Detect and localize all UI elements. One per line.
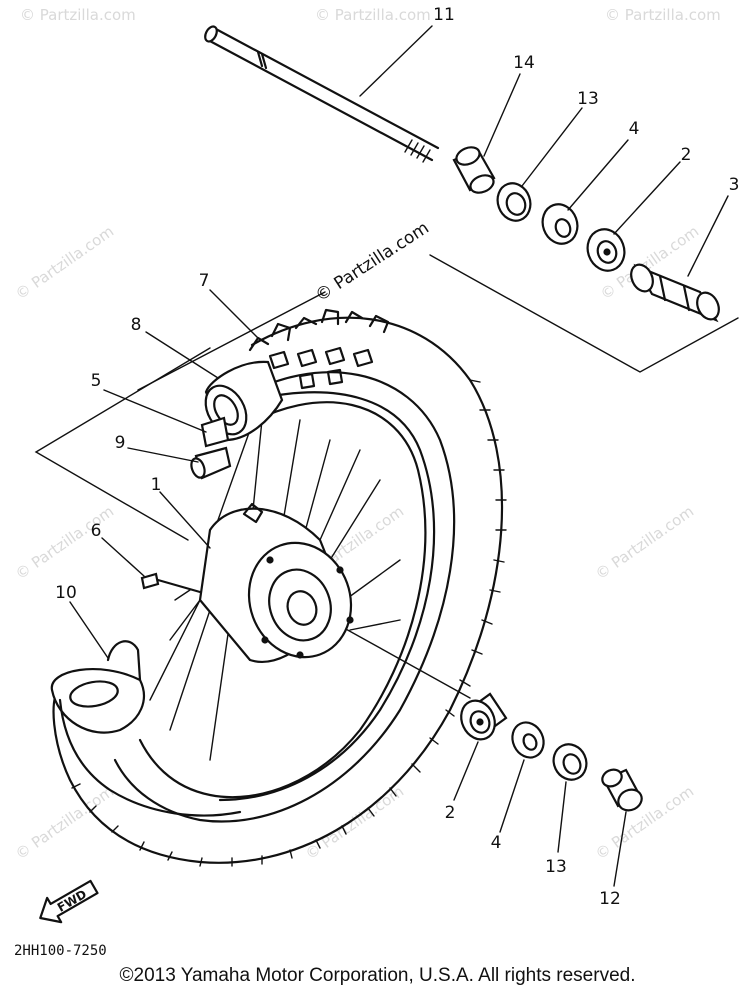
callout-9: 9 bbox=[115, 433, 126, 453]
callout-3: 3 bbox=[729, 175, 740, 195]
callout-2-lower: 2 bbox=[445, 803, 456, 823]
callout-10: 10 bbox=[55, 583, 77, 603]
callout-11: 11 bbox=[433, 5, 455, 25]
watermark: © Partzilla.com bbox=[605, 6, 721, 24]
callout-4-lower: 4 bbox=[491, 833, 502, 853]
callout-12: 12 bbox=[599, 889, 621, 909]
callout-13-upper: 13 bbox=[577, 89, 599, 109]
spacer-lower-part bbox=[511, 721, 545, 759]
watermark: © Partzilla.com bbox=[302, 782, 407, 863]
rim-lock-part bbox=[190, 416, 232, 480]
watermark: © Partzilla.com bbox=[20, 6, 136, 24]
callout-2-upper: 2 bbox=[681, 145, 692, 165]
callout-14: 14 bbox=[513, 53, 535, 73]
spoke-nipple-part bbox=[140, 572, 202, 594]
bearing-lower-part bbox=[460, 692, 508, 741]
callout-13-lower: 13 bbox=[545, 857, 567, 877]
callout-1: 1 bbox=[151, 475, 162, 495]
spokes-part bbox=[149, 419, 401, 761]
callout-6: 6 bbox=[91, 521, 102, 541]
collar-part bbox=[452, 146, 496, 194]
diagram-code: 2HH100-7250 bbox=[14, 943, 107, 959]
collar-short-part bbox=[601, 768, 643, 812]
rim-part bbox=[138, 401, 427, 799]
watermark: © Partzilla.com bbox=[592, 782, 697, 863]
bearing-upper-part bbox=[586, 228, 626, 272]
oil-seal-lower-part bbox=[552, 743, 588, 781]
tire-part bbox=[52, 308, 507, 867]
watermark: © Partzilla.com bbox=[12, 502, 117, 583]
callout-labels: 11 14 13 4 2 3 7 8 5 9 1 6 10 2 4 13 12 bbox=[55, 5, 739, 909]
oil-seal-upper-part bbox=[496, 182, 532, 222]
axle-part bbox=[204, 25, 440, 163]
leader-lines bbox=[69, 25, 729, 887]
watermark: © Partzilla.com bbox=[12, 222, 117, 303]
tube-part bbox=[50, 640, 242, 817]
fwd-arrow: FWD bbox=[39, 879, 99, 924]
collar-long-part bbox=[630, 263, 720, 323]
spacer-upper-part bbox=[541, 203, 579, 245]
copyright-notice: ©2013 Yamaha Motor Corporation, U.S.A. A… bbox=[119, 965, 636, 986]
callout-4-upper: 4 bbox=[629, 119, 640, 139]
watermark-dark: © Partzilla.com bbox=[312, 218, 433, 306]
watermark: © Partzilla.com bbox=[592, 502, 697, 583]
watermark: © Partzilla.com bbox=[315, 6, 431, 24]
callout-8: 8 bbox=[131, 315, 142, 335]
callout-7: 7 bbox=[199, 271, 210, 291]
callout-5: 5 bbox=[91, 371, 102, 391]
hub-part bbox=[198, 502, 354, 663]
